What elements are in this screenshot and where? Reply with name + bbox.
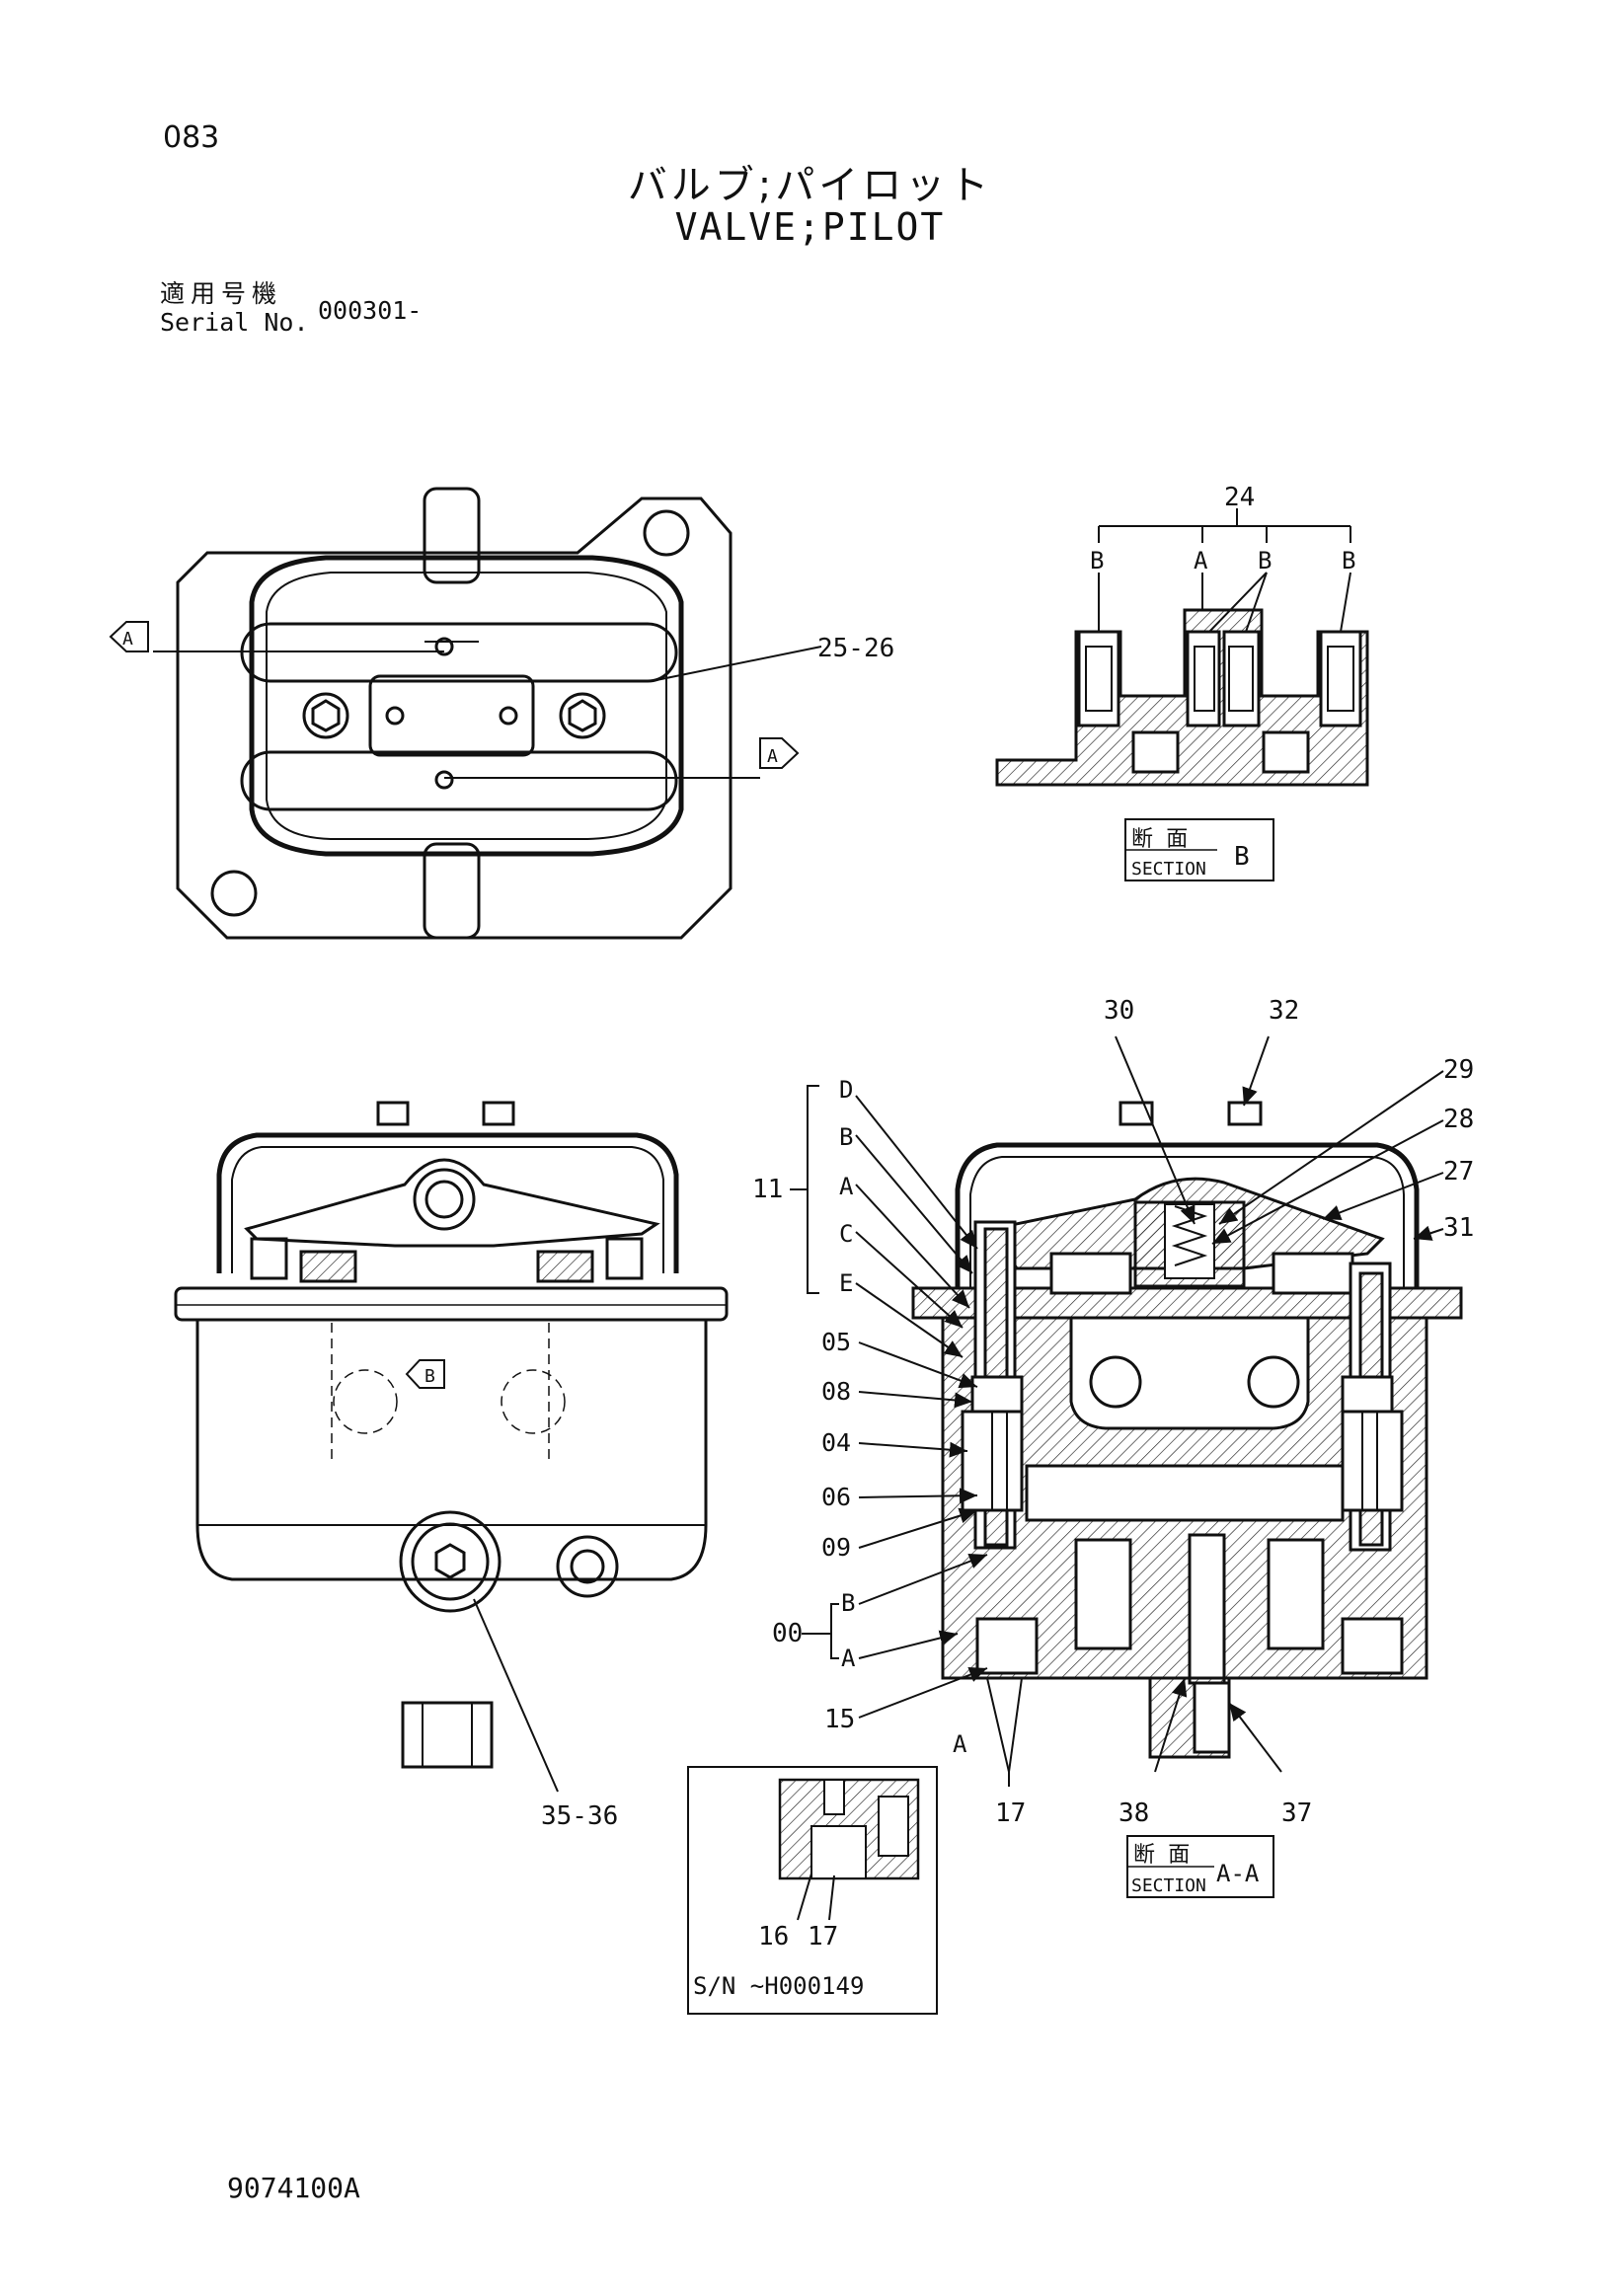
callout-27: 27 (1443, 1157, 1474, 1186)
section-b-letter-2: A (1194, 547, 1208, 574)
group-11-label: 11 (752, 1175, 783, 1204)
callout-25-26: 25-26 (817, 634, 894, 663)
group-11-letter-b: B (839, 1123, 853, 1151)
callout-17: 17 (995, 1799, 1026, 1828)
section-aa-leaders (790, 1035, 1444, 1898)
callout-08: 08 (821, 1377, 851, 1406)
callout-24: 24 (1224, 483, 1255, 512)
callout-29: 29 (1443, 1055, 1474, 1085)
group-11-letter-d: D (839, 1076, 853, 1104)
callout-09: 09 (821, 1533, 851, 1562)
inset-callout-16: 16 (758, 1922, 789, 1952)
page-number: 083 (163, 120, 220, 155)
callout-05: 05 (821, 1328, 851, 1356)
inset-callout-17: 17 (808, 1922, 838, 1952)
section-aa-view (911, 1101, 1463, 1759)
section-arrow-b: B (424, 1366, 435, 1387)
callout-31: 31 (1443, 1213, 1474, 1243)
section-b-caption-letter: B (1234, 842, 1250, 872)
section-b-caption-en: SECTION (1131, 859, 1206, 880)
callout-04: 04 (821, 1428, 851, 1457)
group-11-letter-a: A (839, 1173, 854, 1200)
group-00-label: 00 (772, 1619, 803, 1648)
inset-serial-label: S/N ~H000149 (693, 1972, 864, 2000)
group-11-letter-c: C (839, 1220, 853, 1248)
section-arrow-a-left: A (122, 629, 133, 650)
section-b-letter-1: B (1090, 547, 1104, 574)
callout-15: 15 (824, 1705, 855, 1734)
title-japanese: バルブ;パイロット (627, 163, 993, 208)
section-aa-caption-letter: A-A (1216, 1860, 1260, 1887)
callout-06: 06 (821, 1483, 851, 1511)
title-english: VALVE;PILOT (674, 205, 946, 249)
serial-label-japanese: 適用号機 (160, 279, 283, 308)
callout-32: 32 (1269, 996, 1299, 1026)
callout-37: 37 (1281, 1799, 1312, 1828)
section-b-view (995, 508, 1369, 881)
callout-28: 28 (1443, 1105, 1474, 1134)
drawing-code: 9074100A (227, 2172, 360, 2204)
group-00-letter-b: B (841, 1589, 855, 1617)
section-arrow-a-right: A (767, 746, 778, 767)
section-b-letter-4: B (1342, 547, 1355, 574)
inset-detail (687, 1766, 938, 2015)
serial-label-english: Serial No. (160, 308, 309, 337)
group-11-letter-e: E (839, 1269, 853, 1297)
section-aa-caption-en: SECTION (1131, 1875, 1206, 1896)
top-view (109, 487, 822, 940)
callout-35-36: 35-36 (541, 1801, 618, 1831)
section-aa-caption-jp: 断 面 (1133, 1843, 1190, 1868)
callout-a-bottom: A (953, 1730, 967, 1758)
front-view (174, 1101, 729, 1793)
section-b-caption-jp: 断 面 (1131, 827, 1188, 852)
section-b-letter-3: B (1258, 547, 1272, 574)
callout-38: 38 (1119, 1799, 1149, 1828)
callout-30: 30 (1104, 996, 1134, 1026)
serial-number-value: 000301- (318, 296, 423, 325)
group-00-letter-a: A (841, 1645, 856, 1672)
